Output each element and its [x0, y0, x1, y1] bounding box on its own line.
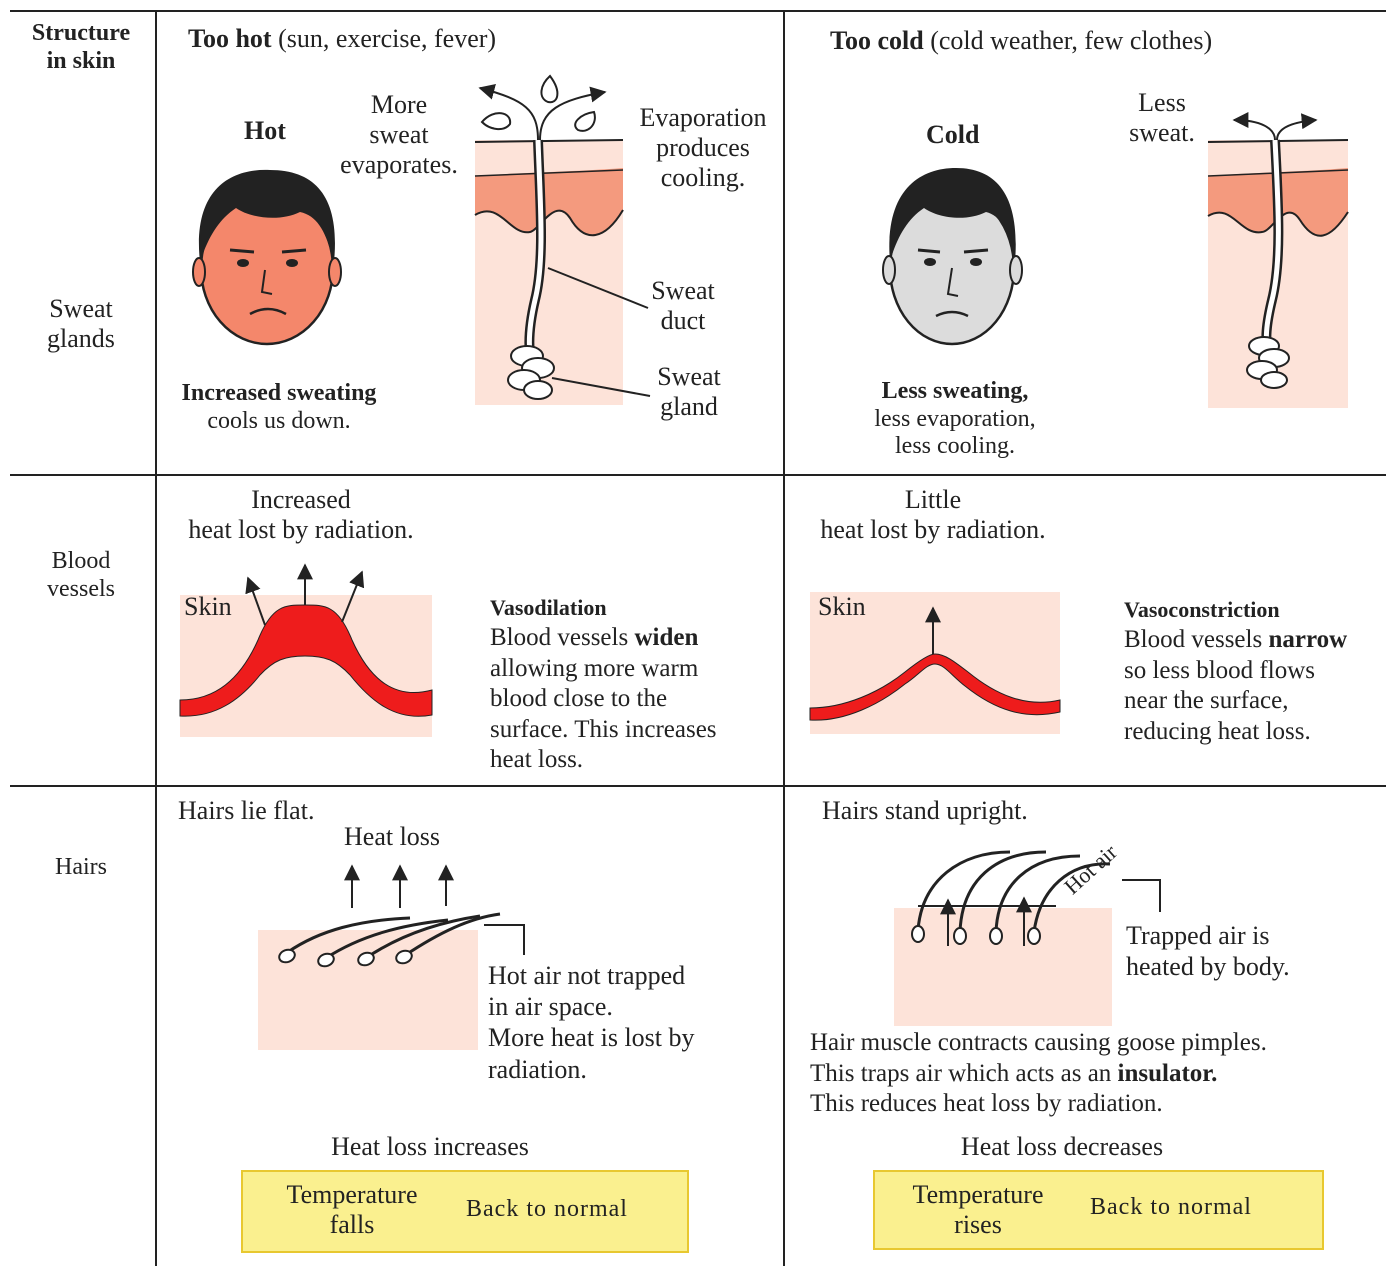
heat-loss-decreases-label: Heat loss decreases — [870, 1132, 1254, 1162]
heat-loss-label: Heat loss — [344, 822, 440, 852]
hairs-upright-drawing — [894, 852, 1160, 1026]
sweat-gland-label: Sweat gland — [646, 362, 732, 422]
less-sweating-caption: Less sweating, less evaporation, less co… — [840, 378, 1070, 461]
insulator-line-a: This traps air which acts as an — [810, 1060, 1118, 1087]
vasoconstriction-narrow: narrow — [1268, 626, 1347, 653]
vasodilation-title: Vasodilation — [490, 595, 607, 620]
hot-face-label: Hot — [244, 116, 286, 146]
heat-loss-increases-label: Heat loss increases — [240, 1132, 620, 1162]
temperature-falls-label: Temperature falls — [262, 1180, 442, 1240]
hair-muscle-line: Hair muscle contracts causing goose pimp… — [810, 1028, 1267, 1059]
hairs-flat-drawing — [258, 866, 524, 1050]
vasoconstriction-text-b: so less blood flows near the surface, re… — [1124, 657, 1315, 745]
skin-label-hot: Skin — [184, 592, 232, 622]
vasodilation-text-a: Blood vessels — [490, 624, 634, 651]
cold-face-icon — [883, 168, 1022, 344]
less-sweat-label: Less sweat. — [1116, 88, 1208, 148]
sweat-duct-label: Sweat duct — [640, 276, 726, 336]
reduces-heat-loss-line: This reduces heat loss by radiation. — [810, 1089, 1267, 1120]
hot-air-not-trapped-text: Hot air not trapped in air space. More h… — [488, 960, 695, 1085]
insulator-line: This traps air which acts as an insulato… — [810, 1059, 1267, 1090]
temperature-rises-label: Temperature rises — [888, 1180, 1068, 1240]
back-to-normal-cold: Back to normal — [1090, 1194, 1252, 1222]
goose-pimples-text: Hair muscle contracts causing goose pimp… — [810, 1028, 1267, 1120]
vasodilation-drawing — [180, 565, 432, 737]
back-to-normal-hot: Back to normal — [466, 1196, 628, 1224]
vasoconstriction-text-a: Blood vessels — [1124, 626, 1268, 653]
hairs-lie-flat-label: Hairs lie flat. — [178, 796, 314, 826]
less-evaporation-text: less evaporation, less cooling. — [840, 406, 1070, 461]
hot-sweat-gland-drawing — [475, 76, 650, 405]
cold-face-label: Cold — [926, 120, 979, 150]
less-sweating-bold: Less sweating, — [840, 378, 1070, 406]
evaporation-cooling-label: Evaporation produces cooling. — [628, 103, 778, 193]
more-sweat-evaporates-label: More sweat evaporates. — [325, 90, 473, 180]
skin-label-cold: Skin — [818, 592, 866, 622]
insulator-word: insulator. — [1118, 1060, 1218, 1087]
hairs-stand-upright-label: Hairs stand upright. — [822, 796, 1028, 826]
trapped-air-text: Trapped air is heated by body. — [1126, 920, 1290, 982]
cools-us-down-text: cools us down. — [160, 408, 398, 436]
vasodilation-widen: widen — [634, 624, 698, 651]
increased-sweating-caption: Increased sweating cools us down. — [160, 380, 398, 435]
vasodilation-text-b: allowing more warm blood close to the su… — [490, 655, 717, 774]
little-heat-lost-label: Little heat lost by radiation. — [792, 485, 1074, 545]
increased-heat-lost-label: Increased heat lost by radiation. — [160, 485, 442, 545]
vasoconstriction-title: Vasoconstriction — [1124, 597, 1280, 622]
increased-sweating-bold: Increased sweating — [160, 380, 398, 408]
cold-sweat-gland-drawing — [1208, 120, 1348, 408]
hot-face-icon — [193, 170, 341, 344]
